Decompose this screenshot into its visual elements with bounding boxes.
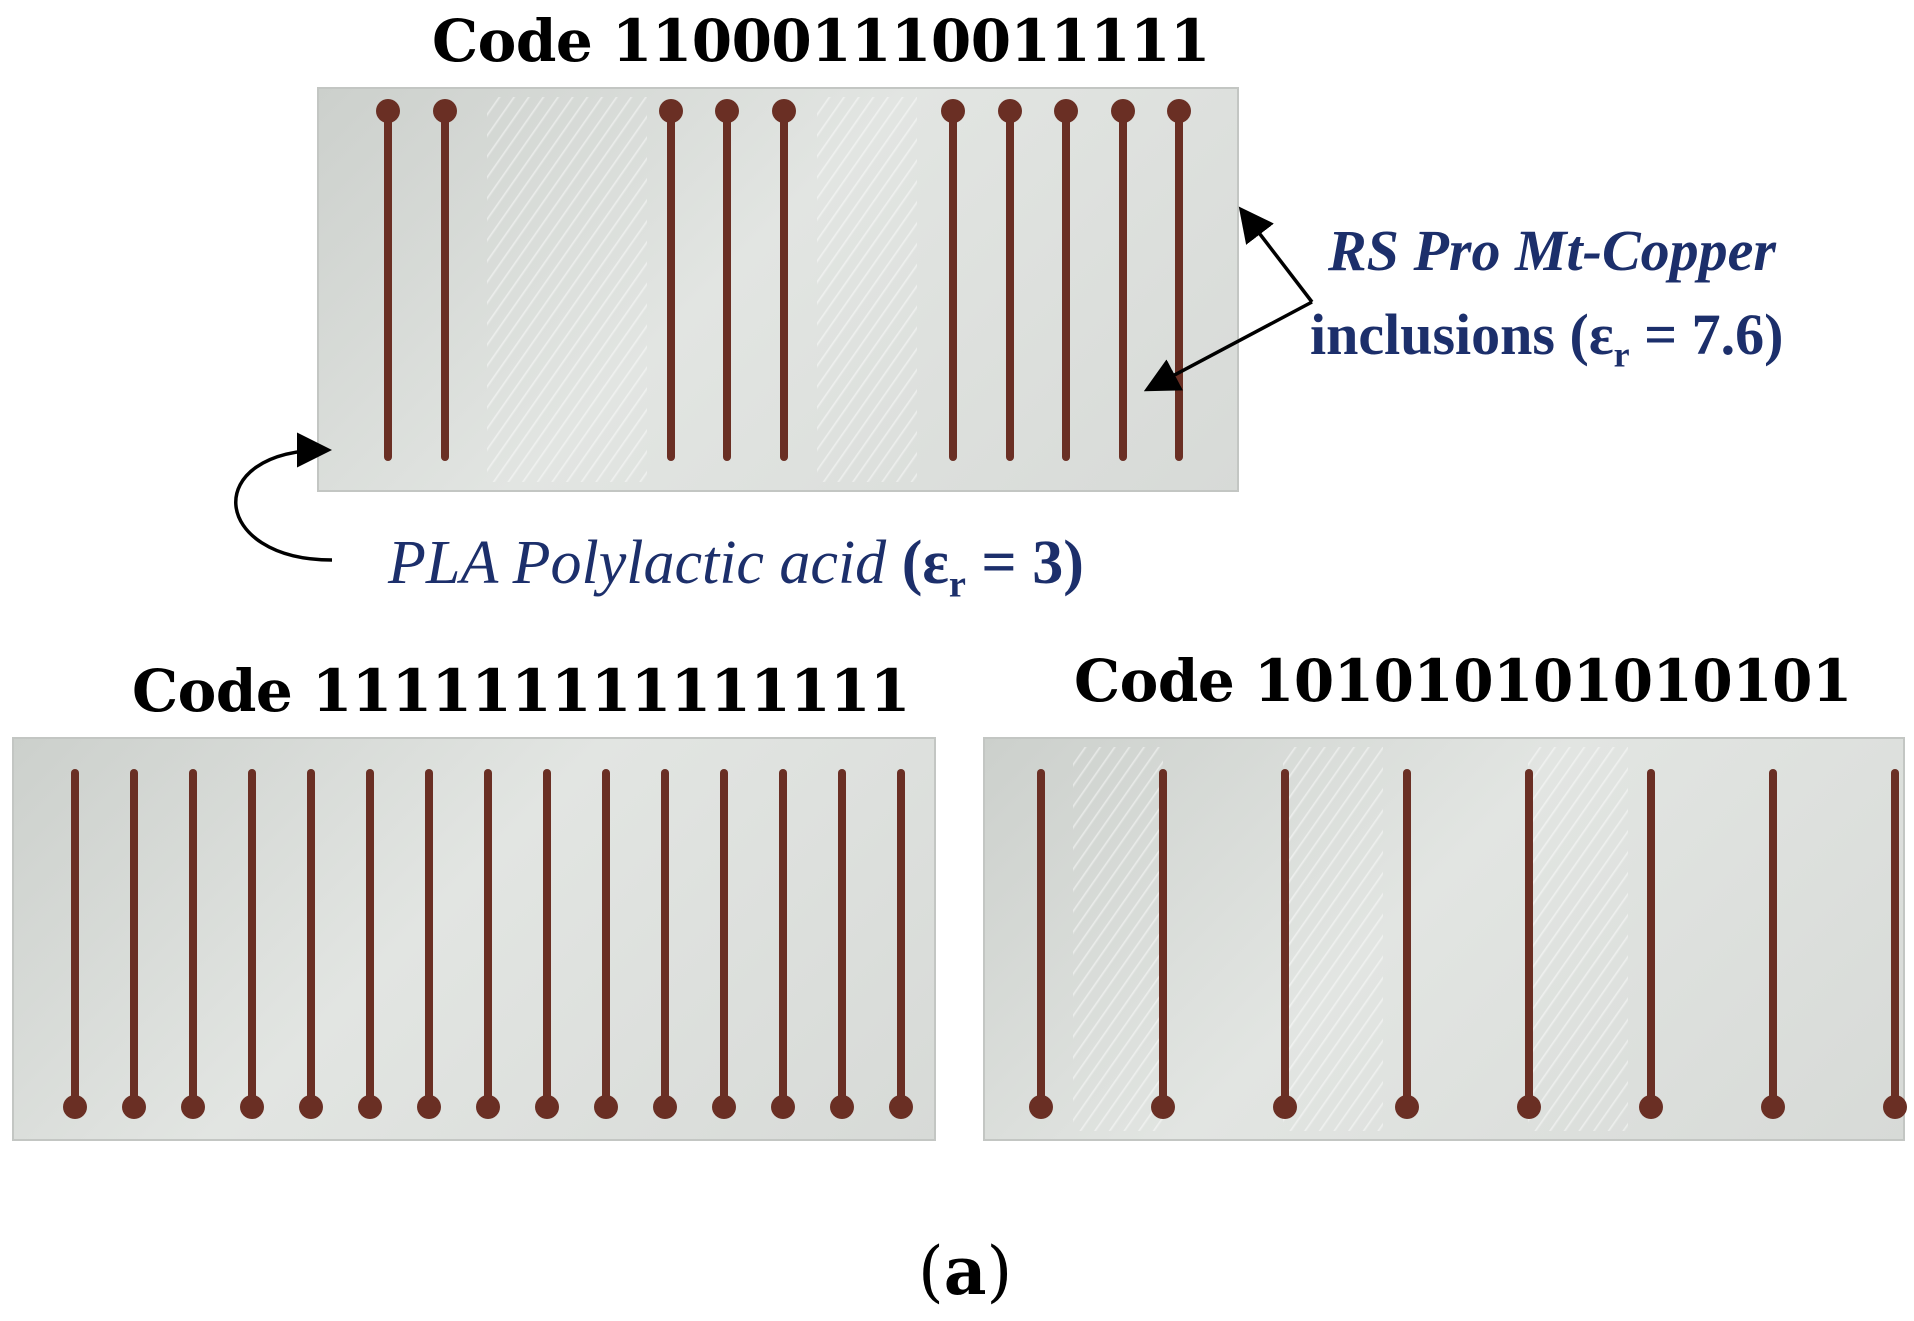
figure-caption: (a) xyxy=(918,1238,1012,1305)
copper-strip-end xyxy=(1761,1095,1785,1119)
copper-strip xyxy=(366,769,374,1107)
copper-strip xyxy=(425,769,433,1107)
copper-strip-end xyxy=(1167,99,1191,123)
copper-strip xyxy=(543,769,551,1107)
pla-permittivity-prefix: (ε xyxy=(886,529,949,597)
copper-strip-end xyxy=(240,1095,264,1119)
copper-strip-end xyxy=(1029,1095,1053,1119)
copper-strip-end xyxy=(1639,1095,1663,1119)
copper-strip xyxy=(1403,769,1411,1107)
copper-strip-end xyxy=(771,99,796,123)
copper-strip-end xyxy=(376,99,400,123)
copper-strip xyxy=(1062,111,1070,461)
copper-strip-end xyxy=(653,1095,677,1119)
pla-material-name: PLA Polylactic acid xyxy=(388,529,887,597)
copper-strip xyxy=(1118,111,1127,461)
copper-label-line1: RS Pro Mt-Copper xyxy=(1328,222,1776,280)
pla-hatch-br-c xyxy=(1528,747,1628,1131)
copper-strip-end xyxy=(432,99,457,123)
copper-strip-end xyxy=(1054,99,1078,123)
pla-permittivity-suffix: = 3) xyxy=(965,529,1084,597)
copper-strip xyxy=(897,769,905,1107)
arrow-to-lower-strip xyxy=(1143,300,1313,392)
pla-hatch-br-b xyxy=(1283,747,1383,1131)
copper-strip xyxy=(1037,769,1045,1107)
copper-strip xyxy=(838,769,846,1107)
copper-permittivity-prefix: inclusions (ε xyxy=(1310,302,1614,367)
copper-strip xyxy=(384,111,392,461)
copper-strip xyxy=(723,111,731,461)
copper-strip-end xyxy=(771,1095,795,1119)
copper-strip xyxy=(1647,769,1655,1107)
copper-strip-end xyxy=(1273,1095,1297,1119)
copper-strip-end xyxy=(1883,1095,1907,1119)
copper-strip xyxy=(949,111,957,461)
copper-strip-end xyxy=(476,1095,500,1119)
copper-strip xyxy=(307,769,315,1107)
copper-permittivity-sub: r xyxy=(1613,334,1630,375)
sample-panel-bottom-left xyxy=(12,737,936,1141)
copper-strip-end xyxy=(997,99,1022,123)
copper-strip xyxy=(189,769,197,1107)
sample-panel-top xyxy=(317,87,1239,492)
copper-strip-end xyxy=(1151,1095,1175,1119)
copper-strip-end xyxy=(830,1095,854,1119)
title-bottom-right-code: Code 101010101010101 xyxy=(1074,647,1852,715)
caption-letter: a xyxy=(943,1232,987,1310)
copper-strip-end xyxy=(122,1095,146,1119)
copper-strip xyxy=(1891,769,1899,1107)
copper-strip xyxy=(1005,111,1014,461)
copper-strip-end xyxy=(535,1095,559,1119)
caption-close-paren: ) xyxy=(986,1233,1013,1310)
copper-strip xyxy=(779,769,787,1107)
copper-strip xyxy=(130,769,138,1107)
copper-strip xyxy=(484,769,492,1107)
copper-strip xyxy=(779,111,788,461)
copper-strip-end xyxy=(715,99,739,123)
copper-strip xyxy=(1159,769,1167,1107)
arrow-curved-to-pla xyxy=(234,432,333,562)
copper-strip xyxy=(1769,769,1777,1107)
copper-strip-end xyxy=(181,1095,205,1119)
copper-strip-end xyxy=(63,1095,87,1119)
copper-strip xyxy=(71,769,79,1107)
copper-strip-end xyxy=(1395,1095,1419,1119)
copper-label-line2: inclusions (εr = 7.6) xyxy=(1310,306,1783,374)
copper-strip-end xyxy=(1110,99,1135,123)
copper-strip xyxy=(1175,111,1183,461)
copper-strip-end xyxy=(299,1095,323,1119)
caption-open-paren: ( xyxy=(918,1233,944,1310)
copper-strip-end xyxy=(889,1095,913,1119)
copper-strip-end xyxy=(712,1095,736,1119)
copper-permittivity-suffix: = 7.6) xyxy=(1629,302,1784,367)
copper-strip-end xyxy=(417,1095,441,1119)
pla-permittivity-sub: r xyxy=(948,563,966,606)
arrow-to-upper-strip xyxy=(1238,206,1314,304)
pla-label: PLA Polylactic acid (εr = 3) xyxy=(388,532,1084,604)
pla-hatch-br-a xyxy=(1073,747,1163,1131)
copper-strip-end xyxy=(594,1095,618,1119)
copper-strip xyxy=(1281,769,1289,1107)
copper-strip xyxy=(666,111,675,461)
copper-strip-end xyxy=(941,99,965,123)
title-bottom-left-code: Code 111111111111111 xyxy=(132,657,910,725)
pla-hatch-top-a xyxy=(487,97,647,482)
copper-strip xyxy=(602,769,610,1107)
copper-strip xyxy=(1525,769,1533,1107)
title-top-code: Code 110001110011111 xyxy=(432,7,1210,75)
pla-hatch-top-b xyxy=(817,97,917,482)
copper-strip xyxy=(720,769,728,1107)
copper-strip xyxy=(248,769,256,1107)
copper-material-name: RS Pro Mt-Copper xyxy=(1328,218,1776,283)
copper-strip xyxy=(661,769,669,1107)
copper-strip xyxy=(440,111,449,461)
copper-strip-end xyxy=(358,1095,382,1119)
copper-strip-end xyxy=(1517,1095,1541,1119)
copper-strip-end xyxy=(658,99,683,123)
sample-panel-bottom-right xyxy=(983,737,1907,1141)
